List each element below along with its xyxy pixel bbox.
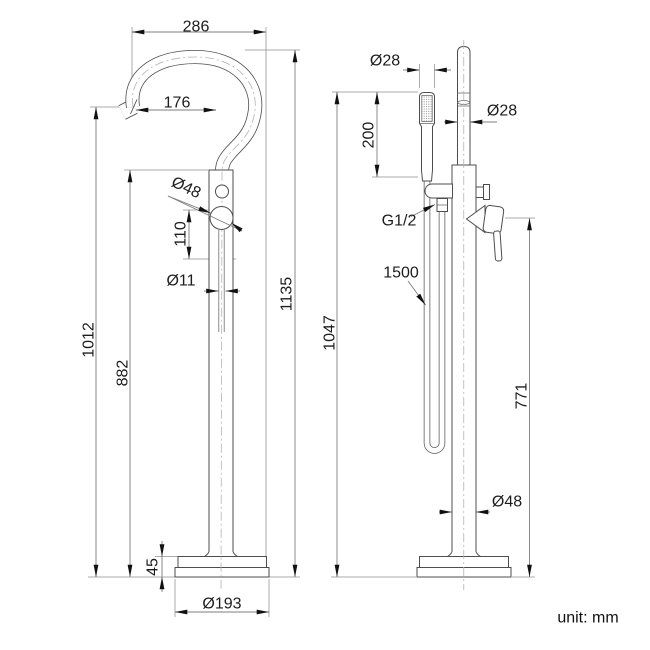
dim-base-diameter: Ø193 [202, 596, 241, 613]
dim-spout-tip-offset: 176 [164, 95, 191, 112]
dim-outlet-height: 771 [514, 383, 531, 410]
front-dimension-lines [93, 29, 298, 615]
dim-spout-height: 1012 [81, 322, 98, 358]
dim-riser-diameter: Ø28 [487, 103, 517, 120]
dim-total-height-front: 1135 [279, 277, 296, 312]
mixer-handle [465, 204, 505, 262]
dim-column-diameter: Ø48 [492, 494, 522, 511]
handle-knob [209, 206, 234, 230]
inner-rod [218, 230, 225, 332]
handshower-holder [424, 183, 453, 199]
dim-handle-offset: 110 [173, 221, 190, 247]
shower-hose [423, 180, 446, 454]
unit-label: unit: mm [557, 610, 618, 627]
dim-rod-diameter: Ø11 [166, 273, 195, 290]
front-view: 286 176 Ø48 110 Ø11 1012 882 1135 45 Ø19… [81, 19, 300, 617]
dim-handshower-length: 200 [361, 122, 378, 149]
gooseneck-spout [118, 49, 263, 173]
outlet-stub [475, 184, 490, 200]
dim-handshower-diameter: Ø28 [370, 53, 400, 70]
dim-base-height: 45 [145, 558, 162, 576]
hose-connector-nut [436, 198, 448, 212]
dim-hose-length: 1500 [383, 265, 419, 282]
hand-shower [419, 92, 435, 182]
spray-face [421, 95, 433, 122]
front-centerline [132, 56, 256, 591]
dim-total-height-side: 1047 [322, 315, 339, 351]
front-base [174, 556, 270, 578]
diverter-button [215, 184, 229, 199]
side-extension-lines [331, 64, 535, 578]
dim-body-height: 882 [115, 360, 132, 387]
front-extension-lines [88, 27, 300, 617]
side-view: Ø28 Ø28 200 G1/2 1500 1047 771 Ø48 [322, 40, 535, 590]
side-dimension-lines [334, 67, 532, 577]
dim-hose-thread: G1/2 [382, 213, 417, 230]
dim-spout-reach: 286 [183, 19, 210, 36]
